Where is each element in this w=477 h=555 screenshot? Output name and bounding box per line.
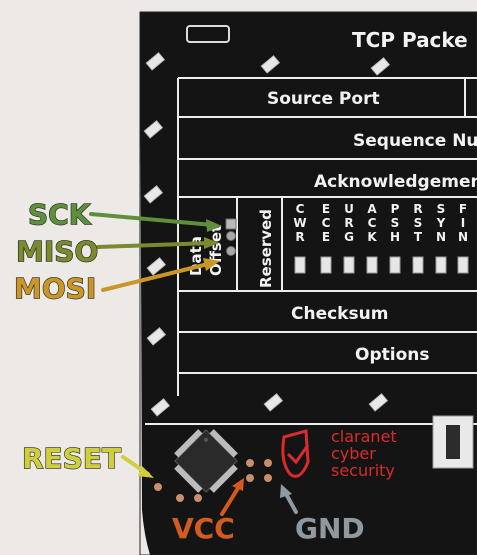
row-options: Options <box>355 345 429 365</box>
checkmark-icon <box>286 444 310 465</box>
label-miso: MISO <box>16 235 98 268</box>
logo-line-3: security <box>331 461 395 480</box>
isp-header <box>225 218 237 256</box>
claranet-logo: claranet cyber security <box>281 427 397 480</box>
label-sck: SCK <box>28 198 92 231</box>
corner-pad <box>186 25 230 43</box>
logo-line-2: cyber <box>331 444 376 463</box>
board-title: TCP Packe <box>352 28 468 52</box>
row-sequence-number: Sequence Nu <box>353 131 477 151</box>
row-acknowledgement: Acknowledgement <box>314 172 477 192</box>
label-reset: RESET <box>22 442 121 475</box>
push-button <box>432 415 474 469</box>
reserved-label: Reserved <box>257 209 275 288</box>
label-mosi: MOSI <box>14 272 96 305</box>
row-checksum: Checksum <box>291 304 388 324</box>
solder-pads <box>154 459 272 502</box>
shield-icon <box>281 429 310 478</box>
row-source-port: Source Port <box>267 89 380 109</box>
pcb-board <box>140 12 477 555</box>
led-ring <box>143 52 391 417</box>
label-vcc: VCC <box>172 512 235 545</box>
microcontroller-chip <box>174 429 238 493</box>
packet-grid <box>145 77 477 425</box>
label-gnd: GND <box>295 512 365 545</box>
callout-arrows <box>89 212 298 516</box>
flag-leds <box>294 256 469 274</box>
logo-line-1: claranet <box>331 427 397 446</box>
